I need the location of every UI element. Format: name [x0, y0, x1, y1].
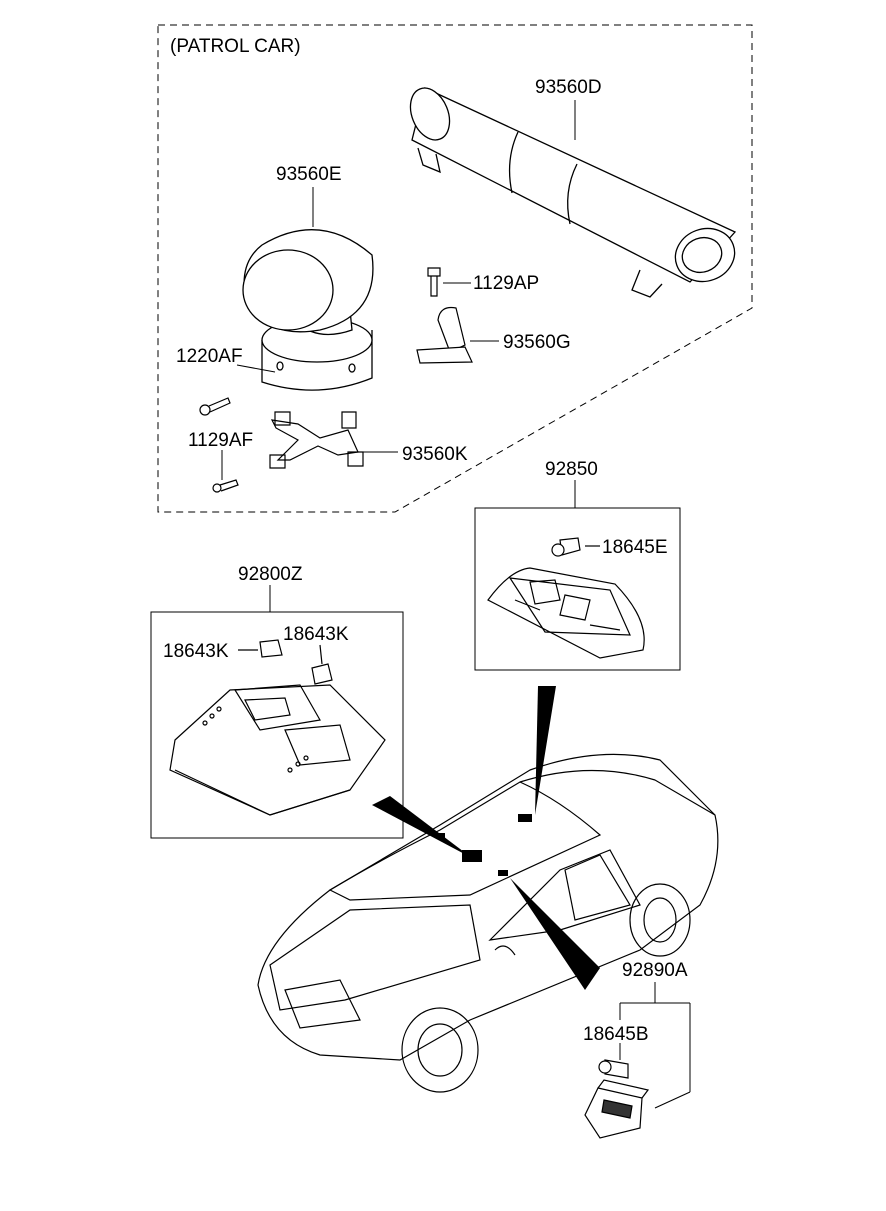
patrol-car-group-border — [157, 24, 753, 513]
label-18645E: 18645E — [602, 537, 668, 558]
bolt-bracket-drawing — [416, 267, 473, 364]
leader-lines-patrol — [221, 100, 576, 480]
sedan-drawing — [257, 753, 719, 1093]
map-lamp-box — [474, 507, 681, 671]
label-1220AF: 1220AF — [176, 346, 243, 367]
label-93560D: 93560D — [535, 77, 602, 98]
label-93560E: 93560E — [276, 164, 342, 185]
label-18643K-left: 18643K — [163, 641, 229, 662]
label-18645B: 18645B — [583, 1024, 649, 1045]
overhead-console-box — [150, 611, 404, 839]
label-93560K: 93560K — [402, 444, 468, 465]
luggage-lamp-drawing — [584, 1059, 650, 1139]
label-1129AP: 1129AP — [473, 273, 539, 294]
mount-plate-drawing — [269, 411, 364, 469]
map-lamp-drawing — [487, 537, 645, 659]
patrol-car-title: (PATROL CAR) — [170, 36, 301, 57]
bolt-bottom-drawing — [212, 479, 239, 493]
label-18643K-right: 18643K — [283, 624, 349, 645]
label-92800Z: 92800Z — [238, 564, 303, 585]
label-93560G: 93560G — [503, 332, 571, 353]
callout-wedges — [372, 686, 600, 990]
label-92850: 92850 — [545, 459, 598, 480]
beacon-light-drawing — [242, 229, 374, 391]
label-1129AF: 1129AF — [188, 430, 253, 451]
luggage-lamp-leaders — [619, 982, 691, 1109]
screw-drawing — [199, 397, 231, 416]
overhead-console-drawing — [169, 639, 386, 816]
light-bar-drawing — [409, 87, 737, 298]
label-92890A: 92890A — [622, 960, 688, 981]
